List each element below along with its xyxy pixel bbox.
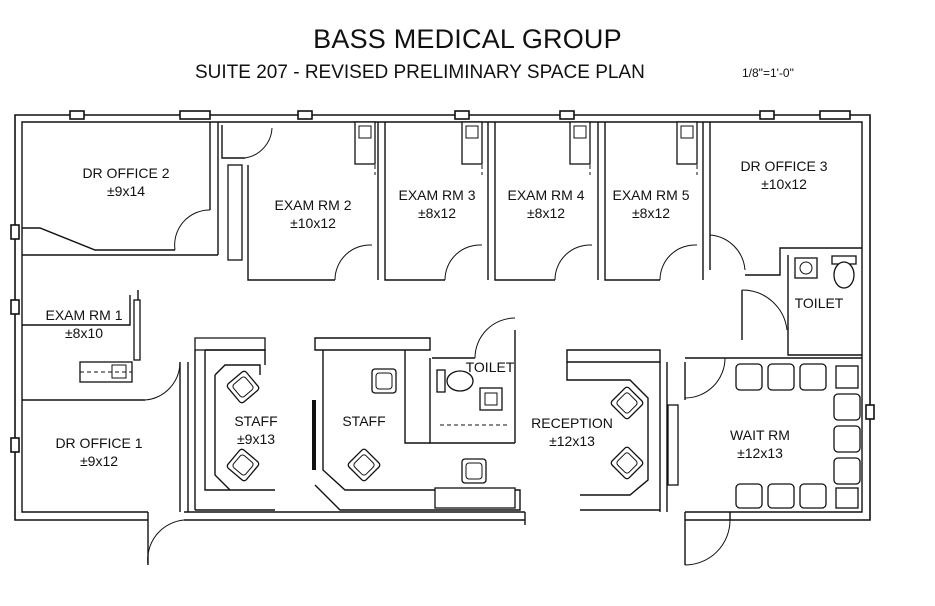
size-dr-office-3: ±10x12 [761,176,807,192]
size-exam-rm-3: ±8x12 [418,205,456,221]
plan-subtitle: SUITE 207 - REVISED PRELIMINARY SPACE PL… [195,62,645,83]
room-labels: DR OFFICE 2 ±9x14 EXAM RM 2 ±10x12 EXAM … [45,158,843,469]
label-dr-office-1: DR OFFICE 1 [55,435,142,451]
sink-icon [676,121,698,165]
size-dr-office-2: ±9x14 [107,183,145,199]
toilet-icon [436,369,446,393]
label-reception: RECEPTION [531,415,613,431]
sink-icon [794,257,818,279]
toilet-fixtures [436,255,857,411]
chair-icon [799,363,827,391]
chair-icon [735,483,763,509]
chair-icon [610,446,644,480]
table-icon [835,365,859,389]
chair-icon [461,458,487,484]
label-staff-center: STAFF [342,413,385,429]
sink-icon [569,121,591,165]
label-exam-rm-1: EXAM RM 1 [45,307,122,323]
size-reception: ±12x13 [549,433,595,449]
chair-icon [833,457,861,485]
exam-sinks [79,121,698,383]
chair-icon [767,363,795,391]
label-dr-office-3: DR OFFICE 3 [740,158,827,174]
wait-chairs-top [735,363,859,391]
chair-icon [799,483,827,509]
table-icon [835,487,859,509]
size-exam-rm-2: ±10x12 [290,215,336,231]
sink-icon [354,121,376,165]
label-exam-rm-2: EXAM RM 2 [274,197,351,213]
label-exam-rm-4: EXAM RM 4 [507,187,584,203]
sink-icon [461,121,483,165]
size-staff-left: ±9x13 [237,431,275,447]
label-wait-rm: WAIT RM [730,427,790,443]
chair-icon [226,448,260,482]
chair-icon [833,393,861,421]
label-toilet-center: TOILET [466,359,515,375]
size-exam-rm-4: ±8x12 [527,205,565,221]
size-dr-office-1: ±9x12 [80,453,118,469]
plan-title: BASS MEDICAL GROUP [313,24,622,54]
label-staff-left: STAFF [234,413,277,429]
chair-icon [767,483,795,509]
chair-icon [371,368,397,394]
sink-icon [479,387,503,411]
label-exam-rm-3: EXAM RM 3 [398,187,475,203]
label-exam-rm-5: EXAM RM 5 [612,187,689,203]
wait-chairs-bottom [735,483,827,509]
size-exam-rm-5: ±8x12 [632,205,670,221]
chair-icon [610,386,644,420]
chairs [226,363,861,509]
interior-walls [22,122,862,512]
size-wait-rm: ±12x13 [737,445,783,461]
chair-icon [347,448,381,482]
bottom-entry [147,508,731,566]
wait-chairs-side [833,393,861,509]
chair-icon [735,363,763,391]
workstations [194,337,661,511]
label-dr-office-2: DR OFFICE 2 [82,165,169,181]
chair-icon [226,370,260,404]
plan-scale: 1/8"=1'-0" [742,66,794,80]
chair-icon [833,425,861,453]
size-exam-rm-1: ±8x10 [65,325,103,341]
label-toilet-right: TOILET [795,295,844,311]
